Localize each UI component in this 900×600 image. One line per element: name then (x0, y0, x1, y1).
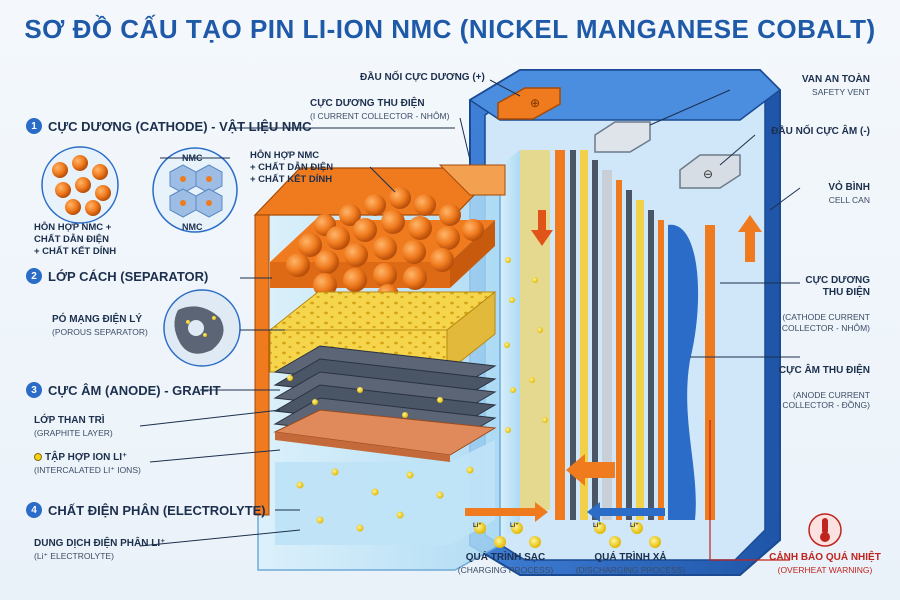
cell-can: ⊕ ⊖ (468, 69, 782, 576)
svg-text:⊖: ⊖ (703, 167, 713, 181)
vent-label: VAN AN TOÀN SAFETY VENT (802, 74, 870, 97)
electrolyte-label: DUNG DỊCH ĐIỆN PHÂN LI⁺ (Li⁺ ELECTROLYTE… (34, 538, 165, 561)
cathode-cc-main: CỰC DƯƠNG THU ĐIỆN (805, 274, 870, 299)
section-title: CHẤT ĐIỆN PHÂN (ELECTROLYTE) (48, 502, 266, 518)
ion-tag: Li⁺ (593, 523, 602, 529)
charge-sub: (CHARGING PROCESS) (457, 564, 554, 575)
pos-collector-label: CỰC DƯƠNG THU ĐIỆN (I CURRENT COLLECTOR … (310, 98, 449, 121)
porous-sub: (POROUS SEPARATOR) (52, 326, 148, 337)
overheat-warning-label: CẢNH BÁO QUÁ NHIỆT (OVERHEAT WARNING) (755, 552, 895, 575)
discharge-diagram (587, 502, 665, 548)
ion-tag: Li⁺ (510, 523, 519, 529)
nmc-mix-label: HỖN HỢP NMC + CHẤT DẪN ĐIỆN + CHẤT KẾT D… (34, 222, 117, 257)
nmc-crystal-inset (152, 147, 238, 233)
section-cathode: 1 CỰC DƯƠNG (CATHODE) - VẬT LIỆU NMC (26, 118, 312, 134)
can-main: VỎ BÌNH (828, 182, 870, 193)
ions-main: TẬP HỢP ION LI⁺ (45, 452, 128, 463)
can-sub: CELL CAN (828, 194, 870, 205)
pos-terminal-main: ĐẦU NỐI CỰC DƯƠNG (+) (360, 72, 485, 83)
section-separator: 2 LỚP CÁCH (SEPARATOR) (26, 268, 208, 284)
vent-sub: SAFETY VENT (812, 86, 870, 97)
graphite-main: LỚP THAN TRÌ (34, 415, 105, 426)
neg-terminal-label: ĐẦU NỐI CỰC ÂM (-) (771, 126, 870, 139)
porous-label: PÓ MẠNG ĐIỆN LÝ (POROUS SEPARATOR) (52, 314, 148, 337)
charge-main: QUÁ TRÌNH SẠC (465, 552, 546, 563)
cathode-cc-sub: (CATHODE CURRENT COLLECTOR - NHÔM) (781, 312, 870, 333)
graphite-sub: (GRAPHITE LAYER) (34, 427, 113, 438)
warn-sub: (OVERHEAT WARNING) (777, 564, 873, 575)
section-title: LỚP CÁCH (SEPARATOR) (48, 268, 209, 284)
section-number: 1 (26, 118, 42, 134)
section-title: CỰC DƯƠNG (CATHODE) - VẬT LIỆU NMC (48, 118, 312, 134)
cutaway-block (253, 164, 506, 571)
section-number: 3 (26, 382, 42, 398)
anode-cc-label: CỰC ÂM THU ĐIỆN (ANODE CURRENT COLLECTOR… (779, 352, 870, 423)
section-number: 4 (26, 502, 42, 518)
electrolyte-ions (296, 466, 474, 532)
section-number: 2 (26, 268, 42, 284)
section-electrolyte: 4 CHẤT ĐIỆN PHÂN (ELECTROLYTE) (26, 502, 266, 518)
ion-dots-panel (504, 257, 548, 433)
porous-main: PÓ MẠNG ĐIỆN LÝ (52, 314, 143, 325)
svg-text:⊕: ⊕ (530, 96, 540, 110)
ion-tag: Li⁺ (630, 523, 639, 529)
can-label: VỎ BÌNH CELL CAN (828, 182, 870, 205)
section-title: CỰC ÂM (ANODE) - GRAFIT (48, 382, 221, 398)
anode-cc-main: CỰC ÂM THU ĐIỆN (778, 364, 870, 376)
porous-inset (163, 289, 241, 367)
discharge-label: QUÁ TRÌNH XẢ (DISCHARGING PROCESS) (568, 552, 693, 575)
cathode-cc-label: CỰC DƯƠNG THU ĐIỆN (CATHODE CURRENT COLL… (782, 262, 870, 346)
electrolyte-sub: (Li⁺ ELECTROLYTE) (34, 550, 114, 561)
pos-collector-main: CỰC DƯƠNG THU ĐIỆN (310, 98, 425, 109)
section-anode: 3 CỰC ÂM (ANODE) - GRAFIT (26, 382, 221, 398)
electrolyte-main: DUNG DỊCH ĐIỆN PHÂN LI⁺ (34, 538, 166, 549)
nmc-ball-inset (41, 146, 119, 224)
ions-sub: (INTERCALATED LI⁺ IONS) (34, 464, 141, 475)
charge-diagram (465, 502, 548, 548)
anode-cc-sub: (ANODE CURRENT COLLECTOR - ĐỒNG) (782, 389, 870, 411)
vent-main: VAN AN TOÀN (801, 74, 870, 85)
graphite-label: LỚP THAN TRÌ (GRAPHITE LAYER) (34, 415, 113, 438)
discharge-main: QUÁ TRÌNH XẢ (594, 552, 667, 563)
nmc-tag-top: NMC (182, 153, 203, 163)
nmc-mix-label-2: HỖN HỢP NMC + CHẤT DẪN ĐIỆN + CHẤT KẾT D… (250, 150, 334, 185)
pos-terminal-label: ĐẦU NỐI CỰC DƯƠNG (+) (360, 72, 485, 85)
neg-terminal-main: ĐẦU NỐI CỰC ÂM (-) (771, 126, 870, 137)
pos-collector-sub: (I CURRENT COLLECTOR - NHÔM) (310, 110, 450, 121)
ions-label: TẬP HỢP ION LI⁺ (INTERCALATED LI⁺ IONS) (34, 452, 141, 475)
ion-tag: Li⁺ (473, 523, 482, 529)
ion-legend-icon (34, 453, 42, 462)
nmc-tag-bottom: NMC (182, 222, 203, 232)
discharge-sub: (DISCHARGING PROCESS) (575, 564, 686, 575)
warn-main: CẢNH BÁO QUÁ NHIỆT (769, 552, 881, 563)
charge-label: QUÁ TRÌNH SẠC (CHARGING PROCESS) (448, 552, 563, 575)
page-title: SƠ ĐỒ CẤU TẠO PIN LI-ION NMC (NICKEL MAN… (24, 14, 876, 44)
